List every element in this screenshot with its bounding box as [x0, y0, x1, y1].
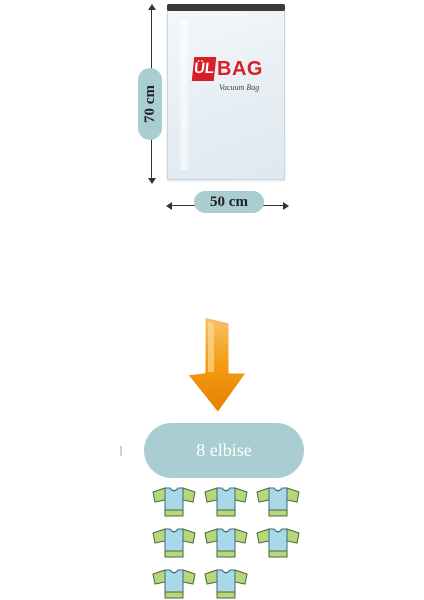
brand-logo-subtitle: Vacuum Bag [219, 83, 260, 92]
shirt-icon [204, 528, 248, 558]
width-label: 50 cm [194, 191, 264, 213]
arrow-down-icon [148, 178, 156, 184]
shirt-icon [204, 487, 248, 517]
shirt-icon [152, 569, 196, 599]
arrow-left-icon [166, 202, 172, 210]
down-arrow-icon [184, 314, 250, 416]
shirt-icon [152, 528, 196, 558]
arrow-right-icon [283, 202, 289, 210]
brand-logo-name: BAG [217, 58, 263, 80]
arrow-up-icon [148, 4, 156, 10]
capacity-pill: 8 elbise [144, 423, 304, 478]
brand-logo-mark: ÜL [191, 57, 217, 81]
height-label: 70 cm [142, 85, 158, 123]
divider-mark [120, 446, 122, 456]
bag-shine [178, 20, 190, 170]
shirt-icon [152, 487, 196, 517]
height-pill [138, 68, 162, 140]
shirt-icon [204, 569, 248, 599]
shirt-icon [256, 528, 300, 558]
bag-zip-seal [167, 4, 285, 11]
shirt-icon [256, 487, 300, 517]
